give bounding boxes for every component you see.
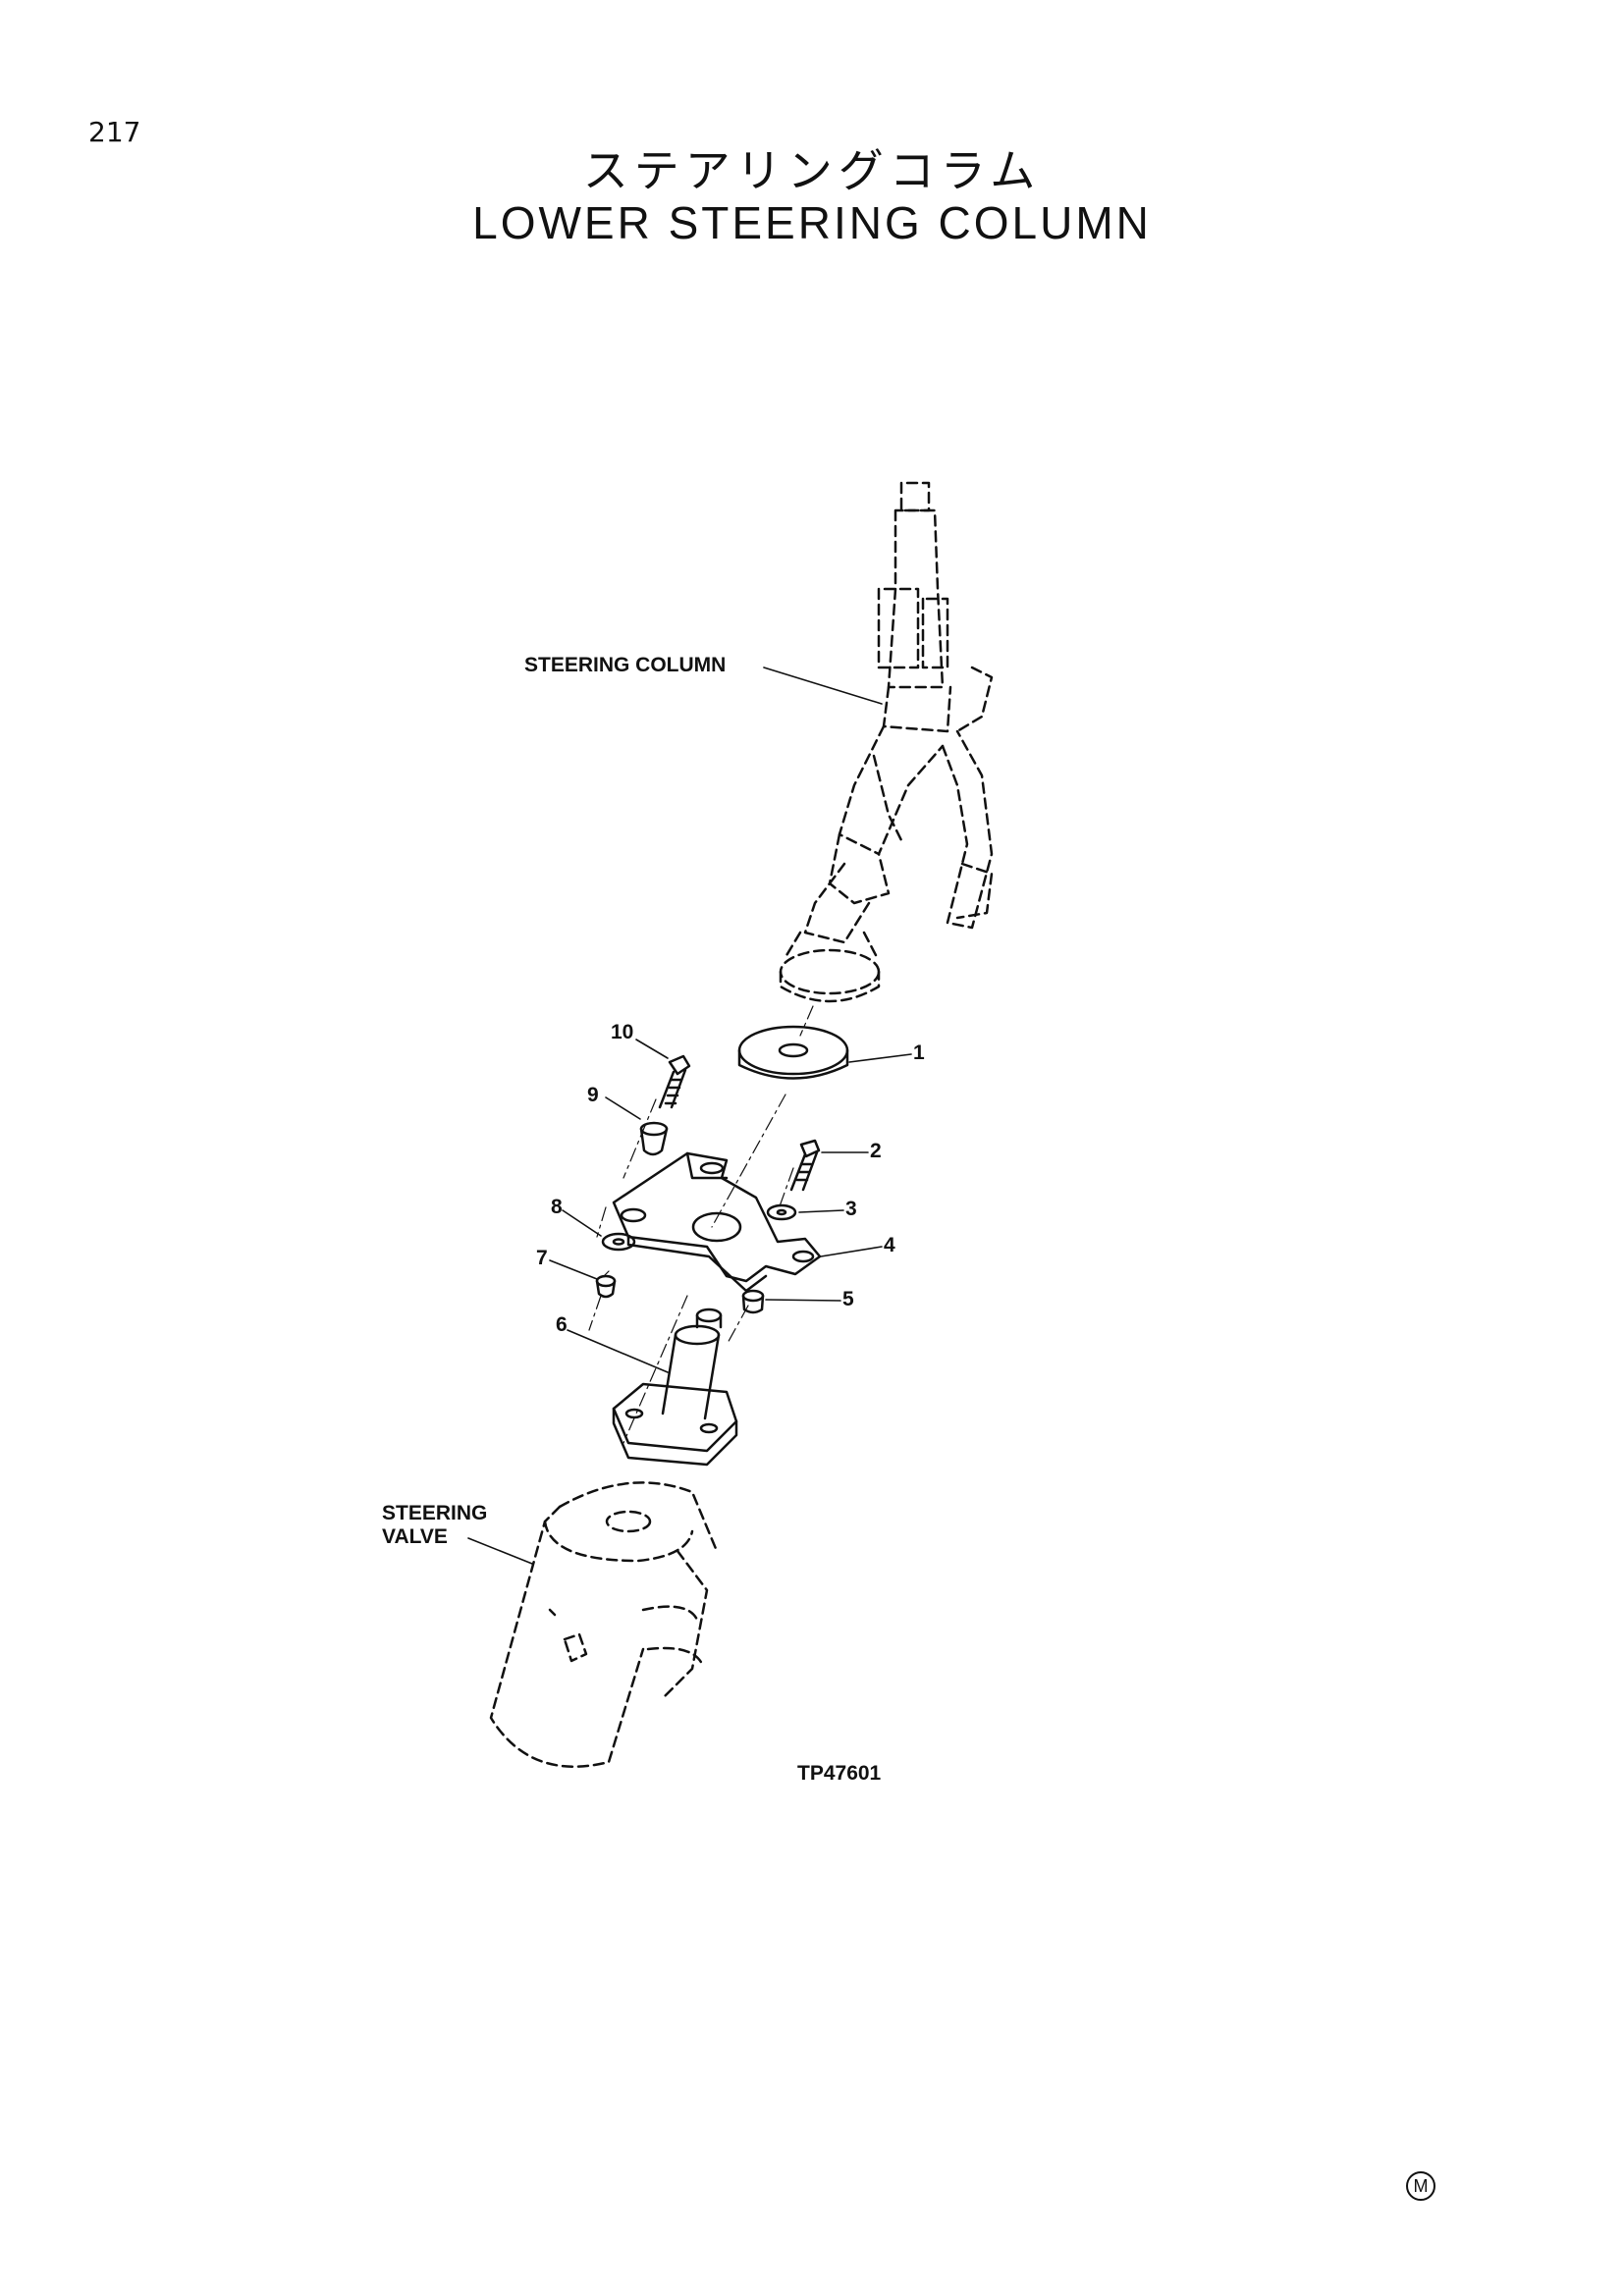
callout-7: 7 [536, 1247, 548, 1269]
callout-6: 6 [556, 1313, 568, 1336]
part-1-disc [737, 1025, 849, 1080]
part-4-bracket [612, 1151, 822, 1293]
part-5-nut [741, 1289, 765, 1314]
part-9-spacer [639, 1121, 669, 1156]
leader-lines [467, 667, 912, 1565]
page-number: 217 [88, 116, 141, 148]
steering-column-drawing [803, 481, 994, 944]
page-title-japanese: ステアリングコラム [582, 144, 1042, 197]
part-3-washer [766, 1203, 797, 1221]
callout-1: 1 [913, 1041, 925, 1064]
part-7-nut [595, 1274, 617, 1299]
column-coupling-drawing [779, 931, 881, 1003]
callout-3: 3 [845, 1198, 857, 1220]
part-2-bolt [789, 1139, 821, 1192]
steering-valve-label: STEERING [382, 1502, 488, 1524]
steering-valve-label: VALVE [382, 1525, 448, 1548]
part-6-shaft [612, 1308, 738, 1467]
part-8-washer [601, 1232, 636, 1252]
callout-4: 4 [884, 1234, 895, 1256]
page-title: LOWER STEERING COLUMN [472, 197, 1152, 248]
callout-2: 2 [870, 1140, 882, 1162]
part-10-bolt [658, 1054, 691, 1109]
callout-5: 5 [842, 1288, 854, 1310]
steering-column-label: STEERING COLUMN [524, 654, 727, 676]
steering-valve-drawing [489, 1481, 719, 1768]
callout-8: 8 [551, 1196, 563, 1218]
figure-id: TP47601 [797, 1762, 882, 1785]
callout-10: 10 [611, 1021, 634, 1043]
revision-marker: M [1406, 2171, 1435, 2201]
callout-9: 9 [587, 1084, 599, 1106]
